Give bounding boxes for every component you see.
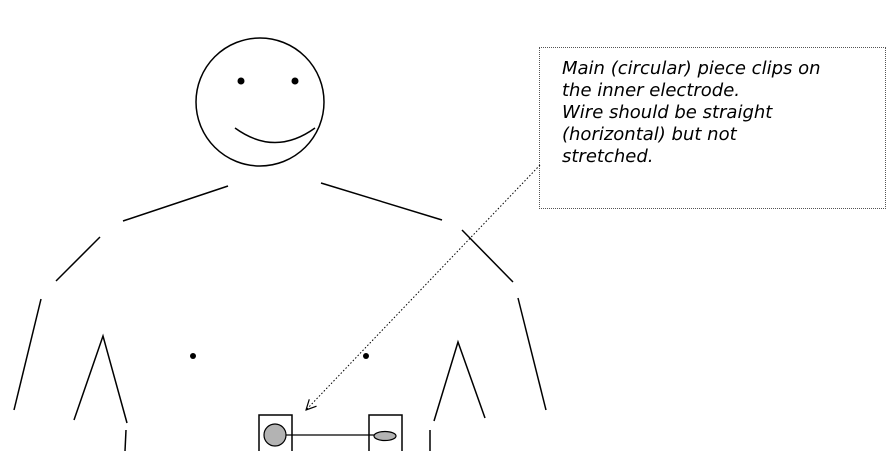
callout-line-4: (horizontal) but not (562, 124, 875, 146)
head-outline (196, 38, 324, 166)
right-nipple (363, 353, 369, 359)
callout-line-5: stretched. (562, 146, 875, 168)
left-armpit-lines (74, 336, 127, 423)
left-shoulder-line (123, 186, 228, 221)
torso-outline (14, 183, 546, 451)
right-shoulder-line (321, 183, 442, 220)
callout-box: Main (circular) piece clips on the inner… (539, 47, 886, 209)
left-upper-arm-line (56, 237, 100, 281)
right-arm-outer-line (518, 298, 546, 410)
right-eye (292, 78, 299, 85)
right-armpit-lines (434, 342, 485, 421)
left-arm-outer-line (14, 299, 41, 410)
callout-line-2: the inner electrode. (562, 80, 875, 102)
right-upper-arm-line (462, 230, 513, 282)
oval-connector (374, 432, 396, 441)
callout-line-3: Wire should be straight (562, 102, 875, 124)
callout-line-1: Main (circular) piece clips on (562, 58, 875, 80)
main-circular-clip (264, 424, 286, 446)
left-eye (238, 78, 245, 85)
callout-arrow (306, 165, 540, 410)
smile (235, 128, 315, 143)
left-nipple (190, 353, 196, 359)
electrode-assembly (259, 415, 402, 451)
left-torso-line (125, 430, 126, 451)
head (196, 38, 324, 166)
